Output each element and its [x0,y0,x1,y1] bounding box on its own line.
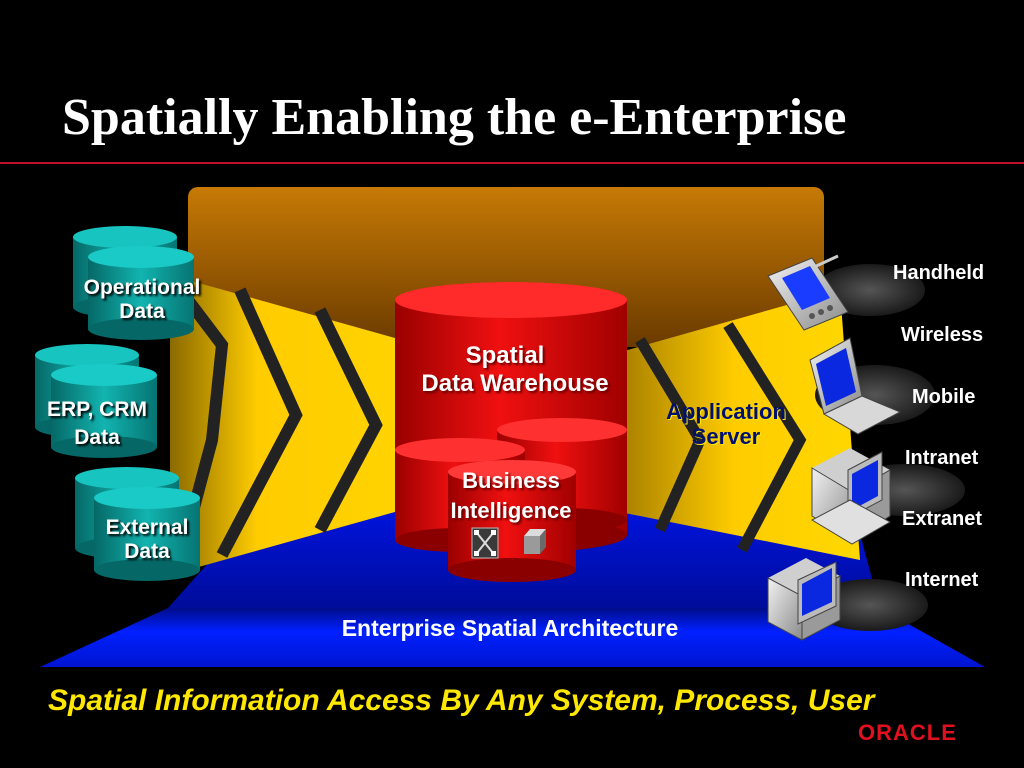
erp-crm-data-line-2: Data [74,426,120,450]
desktop-computer-icon [810,448,892,545]
app-server-line-2: Server [691,423,761,449]
bi-line-2: Intelligence [450,497,572,523]
device-label-handheld: Handheld [893,262,985,284]
right-chevron-1 [635,337,707,533]
operational-data-line-2: Data [119,299,165,323]
business-intelligence-cylinders [395,418,627,582]
external-data-label: External Data [72,516,222,563]
external-data-line-1: External [105,516,189,539]
internet-computer-icon [767,558,841,641]
architecture-label: Enterprise Spatial Architecture [341,615,679,641]
device-label-mobile: Mobile [912,386,976,408]
external-data-line-2: Data [124,539,170,563]
application-server-label: Application Server [640,399,812,449]
oracle-logo: ORACLE [858,720,957,745]
title-divider [0,162,1024,164]
business-intelligence-label: Business Intelligence [430,466,592,525]
left-chevron-3 [314,307,383,533]
device-shadow [812,579,928,631]
left-chevron-2 [216,287,303,558]
left-chevron-1 [182,296,229,532]
erp-crm-data-line-1: ERP, CRM [47,398,147,421]
architecture-band [40,608,985,667]
slide-title: Spatially Enabling the e-Enterprise [62,89,847,146]
network-node-icon [471,527,499,559]
device-label-extranet: Extranet [902,508,983,530]
erp-crm-data-cylinder [35,344,157,458]
device-label-internet: Internet [905,569,979,591]
app-server-line-1: Application [666,399,786,424]
operational-data-cylinder [73,226,194,340]
device-label-wireless: Wireless [901,324,984,346]
bi-line-1: Business [462,468,560,493]
backdrop-panel [188,187,824,347]
right-chevron-2 [723,322,807,553]
operational-data-label: Operational Data [66,276,218,323]
warehouse-line-1: Spatial [465,342,545,369]
handheld-icon [767,254,849,331]
erp-crm-data-label: ERP, CRM Data [22,396,172,453]
laptop-icon [809,337,902,435]
device-label-intranet: Intranet [905,447,979,469]
operational-data-line-1: Operational [83,276,201,299]
spatial-data-warehouse-label: Spatial Data Warehouse [395,342,635,397]
cube-icon [524,529,546,554]
warehouse-line-2: Data Warehouse [421,369,609,397]
tagline: Spatial Information Access By Any System… [48,684,875,717]
external-data-cylinder [75,467,200,581]
